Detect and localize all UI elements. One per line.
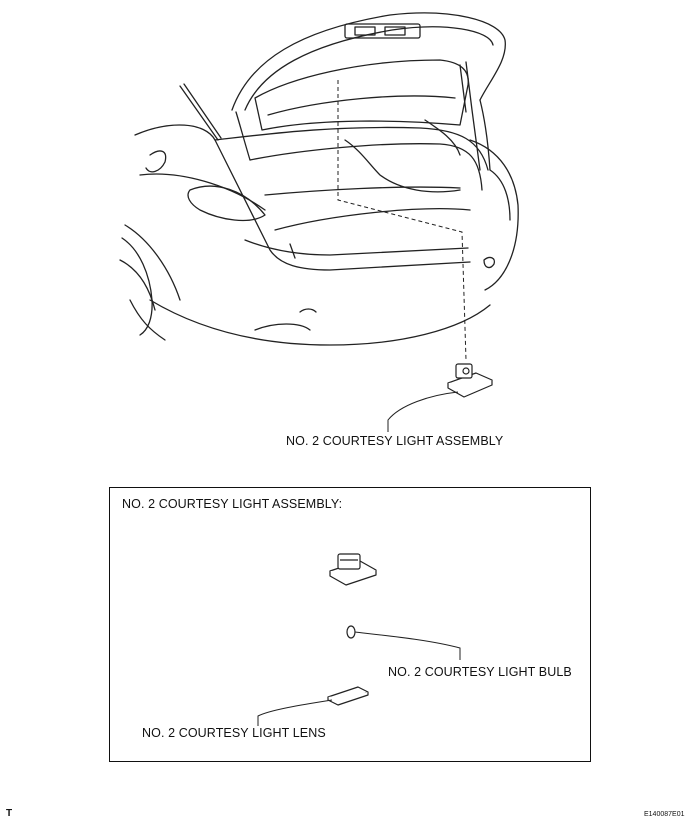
footer-mark: T bbox=[6, 808, 13, 819]
exploded-view-box bbox=[109, 487, 591, 762]
bulb-callout-label: NO. 2 COURTESY LIGHT BULB bbox=[388, 665, 572, 679]
figure-code: E140087E01 bbox=[644, 811, 685, 818]
box-title-label: NO. 2 COURTESY LIGHT ASSEMBLY: bbox=[122, 497, 343, 511]
assembly-callout-label: NO. 2 COURTESY LIGHT ASSEMBLY bbox=[286, 434, 504, 448]
lens-callout-label: NO. 2 COURTESY LIGHT LENS bbox=[142, 726, 326, 740]
